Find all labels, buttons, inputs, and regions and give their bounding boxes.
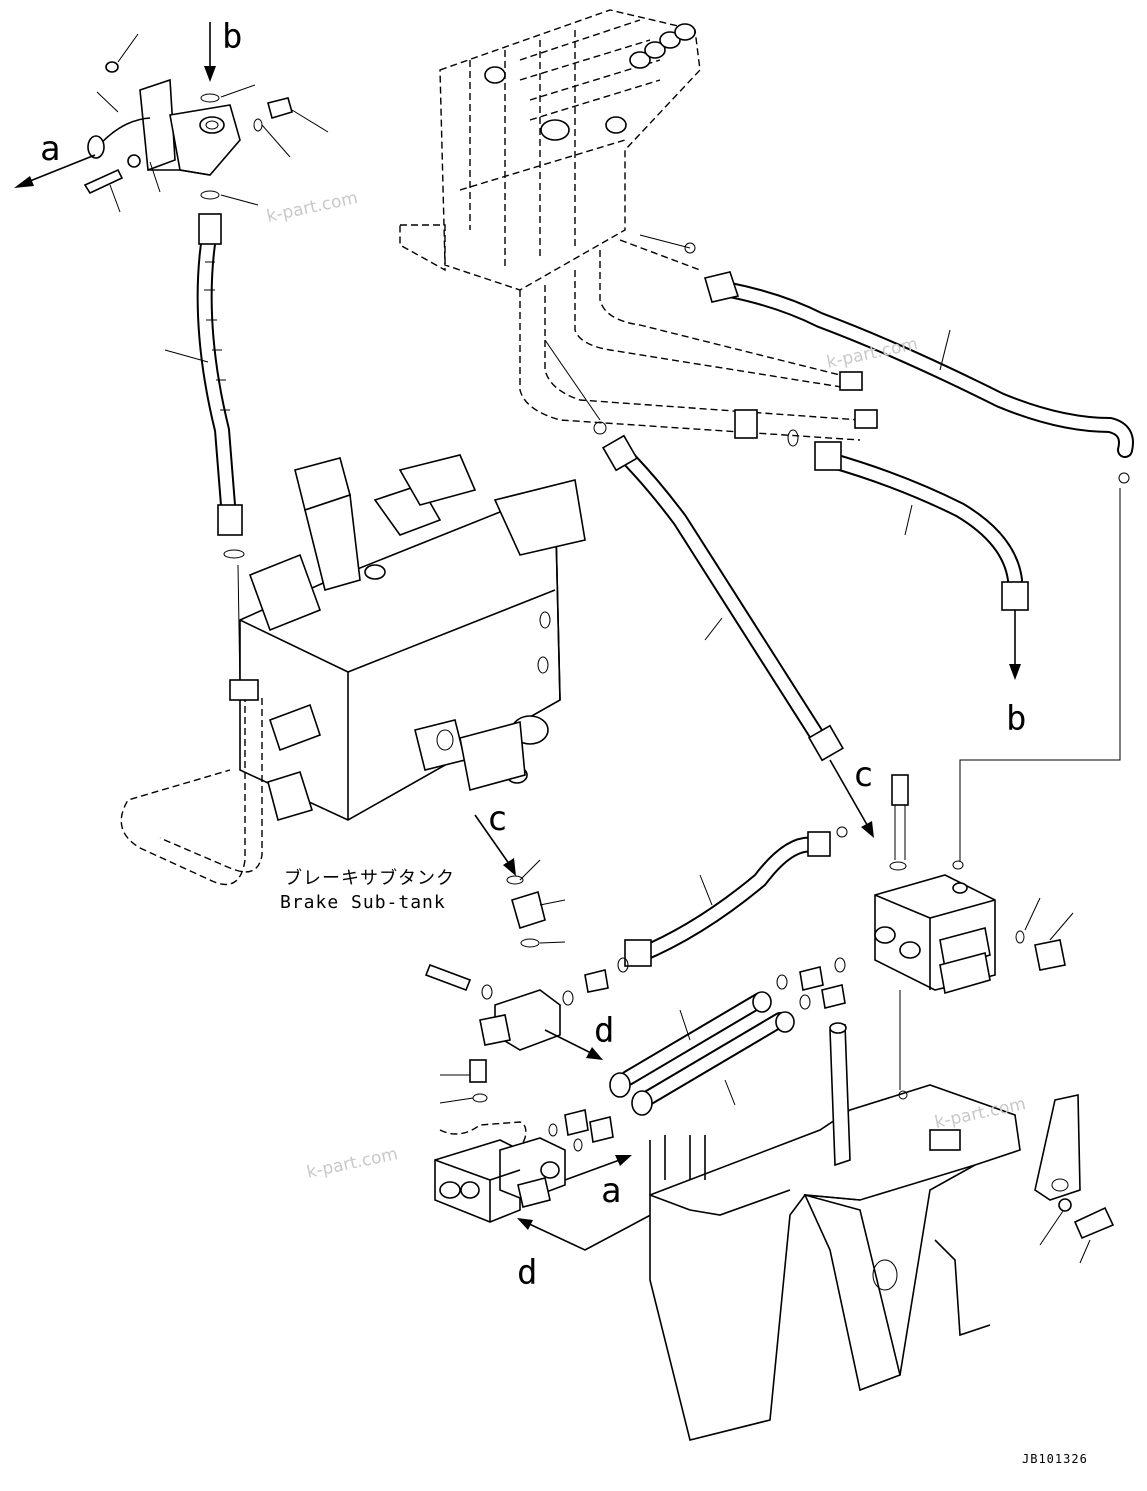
brake-valve-assembly — [399, 9, 878, 447]
label-a-bottom: a — [601, 1171, 621, 1211]
label-b-right: b — [1006, 699, 1026, 739]
watermark: k-part.com — [305, 1144, 400, 1183]
label-a-top: a — [40, 129, 60, 169]
watermark: k-part.com — [265, 188, 360, 227]
parallel-hoses — [609, 991, 795, 1116]
middle-diagonal-hose — [602, 434, 874, 838]
label-d-mid: d — [594, 1011, 614, 1051]
curved-short-hose — [624, 831, 831, 967]
tank-label-en: Brake Sub-tank — [280, 892, 446, 913]
brake-sub-tank — [120, 454, 586, 886]
upper-right-hose — [639, 234, 1134, 862]
tank-label-jp: ブレーキサブタンク — [284, 867, 455, 889]
label-d-bottom: d — [517, 1253, 537, 1293]
lower-valve-block — [836, 774, 1074, 1090]
left-vertical-hose — [164, 213, 245, 691]
mounting-frame — [649, 1022, 1115, 1441]
label-c-right: c — [853, 755, 873, 795]
right-hose-to-b — [814, 441, 1029, 680]
tank-caption: ブレーキサブタンク Brake Sub-tank — [280, 867, 455, 913]
callout-labels: a b b c c d a d — [40, 17, 1026, 1293]
top-left-bracket-assembly — [14, 22, 329, 213]
middle-fittings — [424, 814, 846, 1060]
drawing-code: JB101326 — [1022, 1452, 1088, 1466]
label-c-mid: c — [487, 799, 507, 839]
label-b-top: b — [222, 17, 242, 57]
lower-left-valve — [434, 1059, 661, 1251]
